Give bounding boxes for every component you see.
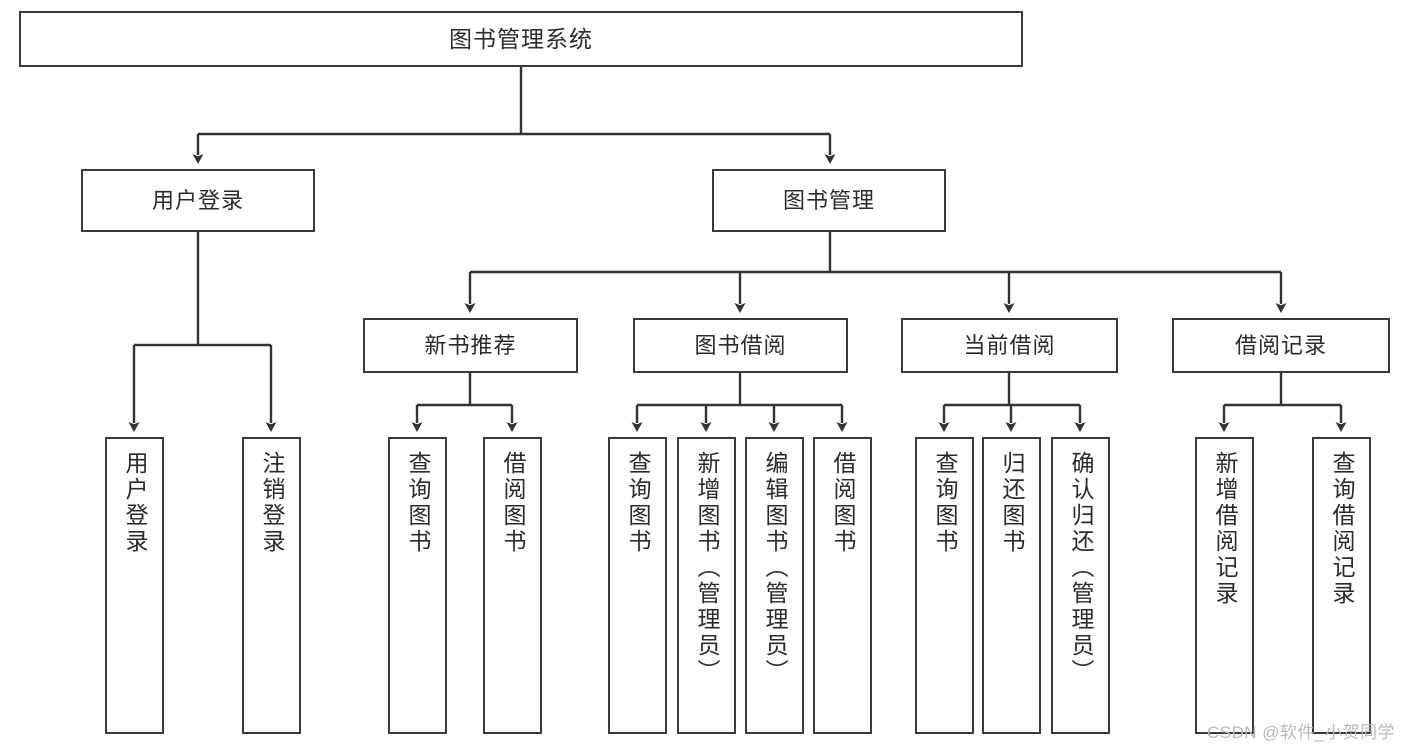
node-label: 借阅图书 bbox=[830, 451, 856, 555]
node-user-login[interactable]: 用户登录 bbox=[81, 169, 315, 232]
node-label: 图书管理系统 bbox=[449, 25, 593, 52]
node-label: 查询借阅记录 bbox=[1329, 451, 1355, 607]
node-label: 当前借阅 bbox=[963, 332, 1056, 358]
node-book-management[interactable]: 图书管理 bbox=[712, 169, 946, 232]
leaf-edit-book-admin[interactable]: 编辑图书（管理员） bbox=[745, 437, 804, 734]
leaf-add-borrow-record[interactable]: 新增借阅记录 bbox=[1195, 437, 1254, 734]
node-book-borrow[interactable]: 图书借阅 bbox=[633, 318, 848, 373]
node-label: 归还图书 bbox=[999, 451, 1025, 555]
node-label: 用户登录 bbox=[151, 187, 244, 213]
leaf-logout-login[interactable]: 注销登录 bbox=[242, 437, 301, 734]
leaf-user-login[interactable]: 用户登录 bbox=[105, 437, 164, 734]
leaf-query-book-borrow[interactable]: 查询图书 bbox=[608, 437, 667, 734]
node-label: 新增图书（管理员） bbox=[694, 451, 720, 685]
node-label: 图书借阅 bbox=[694, 332, 787, 358]
node-current-borrow[interactable]: 当前借阅 bbox=[901, 318, 1118, 373]
leaf-confirm-return-admin[interactable]: 确认归还（管理员） bbox=[1051, 437, 1110, 734]
csdn-watermark: CSDN @软件_小贺同学 bbox=[1206, 723, 1395, 742]
node-label: 用户登录 bbox=[122, 451, 148, 555]
node-label: 查询图书 bbox=[625, 451, 651, 555]
node-label: 借阅记录 bbox=[1234, 332, 1327, 358]
node-label: 确认归还（管理员） bbox=[1068, 451, 1094, 685]
node-label: 注销登录 bbox=[259, 451, 285, 555]
node-new-book-recommend[interactable]: 新书推荐 bbox=[363, 318, 578, 373]
node-root-book-management-system[interactable]: 图书管理系统 bbox=[19, 11, 1023, 67]
node-label: 查询图书 bbox=[932, 451, 958, 555]
leaf-query-borrow-record[interactable]: 查询借阅记录 bbox=[1312, 437, 1371, 734]
node-label: 图书管理 bbox=[782, 187, 875, 213]
node-label: 编辑图书（管理员） bbox=[762, 451, 788, 685]
leaf-add-book-admin[interactable]: 新增图书（管理员） bbox=[677, 437, 736, 734]
node-label: 新增借阅记录 bbox=[1212, 451, 1238, 607]
leaf-borrow-book-recommend[interactable]: 借阅图书 bbox=[483, 437, 542, 734]
leaf-return-book[interactable]: 归还图书 bbox=[982, 437, 1041, 734]
node-borrow-record[interactable]: 借阅记录 bbox=[1172, 318, 1390, 373]
leaf-query-book-current[interactable]: 查询图书 bbox=[915, 437, 974, 734]
node-label: 新书推荐 bbox=[424, 332, 517, 358]
node-label: 查询图书 bbox=[405, 451, 431, 555]
leaf-borrow-book[interactable]: 借阅图书 bbox=[813, 437, 872, 734]
leaf-query-book-recommend[interactable]: 查询图书 bbox=[388, 437, 447, 734]
node-label: 借阅图书 bbox=[500, 451, 526, 555]
